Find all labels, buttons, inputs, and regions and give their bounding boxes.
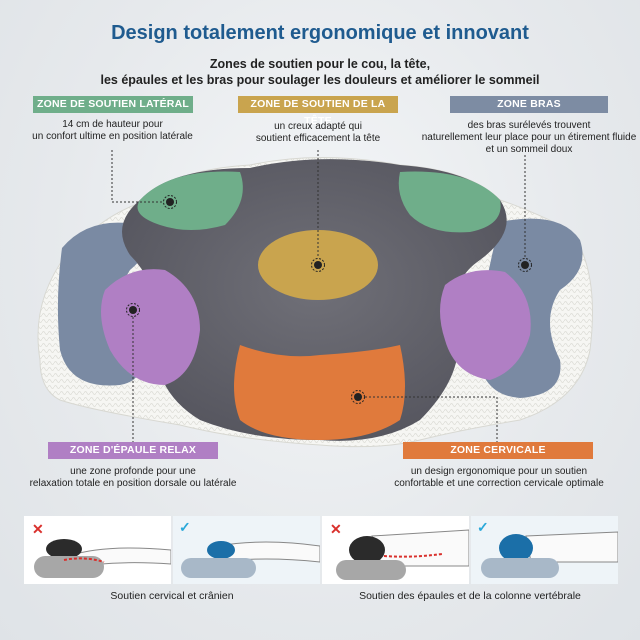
comparison-panel-bad-1: ✕ [24,516,171,584]
zone-desc-shoulder-line1: une zone profonde pour une [70,466,196,477]
page-subtitle: Zones de soutien pour le cou, la tête, l… [0,56,640,88]
subtitle-line-1: Zones de soutien pour le cou, la tête, [209,57,431,71]
zone-desc-arms-line3: et un sommeil doux [485,144,573,155]
zone-desc-head: un creux adapté qui soutient efficacemen… [228,121,408,145]
zone-desc-shoulder: une zone profonde pour une relaxation to… [18,466,248,490]
marker-shoulder [126,303,140,317]
shoulder-zone-right [440,270,531,380]
zone-desc-head-line2: soutient efficacement la tête [255,133,381,144]
cervical-zone [234,345,405,440]
pillow-top-surface [122,159,507,441]
leader-cervical [365,396,498,442]
cross-icon-2: ✕ [330,521,342,537]
zone-desc-shoulder-line2: relaxation totale en position dorsale ou… [29,478,237,489]
comparison-panel-bad-2: ✕ [322,516,469,584]
zone-desc-lateral-line1: 14 cm de hauteur pour [62,119,163,130]
leader-lateral [111,150,164,203]
check-icon: ✓ [179,519,191,535]
zone-desc-lateral-line2: un confort ultime en position latérale [32,131,193,142]
marker-head [311,258,325,272]
zone-desc-cervical: un design ergonomique pour un soutien co… [388,466,610,490]
zone-desc-arms-line1: des bras surélevés trouvent [467,120,591,131]
zone-label-arms: ZONE BRAS [450,96,608,113]
zone-desc-cervical-line2: confortable et une correction cervicale … [394,478,604,489]
check-icon-2: ✓ [477,519,489,535]
lateral-zone-left [137,171,243,230]
zone-label-head: ZONE DE SOUTIEN DE LA TÊTE [238,96,398,127]
zone-label-shoulder: ZONE D'ÉPAULE RELAX [48,442,218,459]
shoulder-zone-left [101,269,200,385]
zone-desc-lateral: 14 cm de hauteur pour un confort ultime … [10,119,215,143]
caption-right: Soutien des épaules et de la colonne ver… [359,590,581,602]
cross-icon: ✕ [32,521,44,537]
page-title: Design totalement ergonomique et innovan… [111,22,529,44]
zone-label-cervical: ZONE CERVICALE [403,442,593,459]
zone-desc-arms-line2: naturellement leur place pour un étireme… [421,132,637,143]
marker-cervical [351,390,365,404]
comparison-panel-good-1: ✓ [173,516,320,584]
lateral-zone-right [398,171,501,233]
zone-desc-arms: des bras surélevés trouvent naturellemen… [418,120,640,156]
comparison-panel-good-2: ✓ [471,516,618,584]
marker-lateral [163,195,177,209]
marker-arms [518,258,532,272]
caption-left: Soutien cervical et crânien [110,590,234,602]
zone-desc-cervical-line1: un design ergonomique pour un soutien [410,466,588,477]
subtitle-line-2: les épaules et les bras pour soulager le… [100,73,540,87]
zone-desc-head-line1: un creux adapté qui [274,121,362,132]
zone-label-lateral: ZONE DE SOUTIEN LATÉRAL [33,96,193,113]
